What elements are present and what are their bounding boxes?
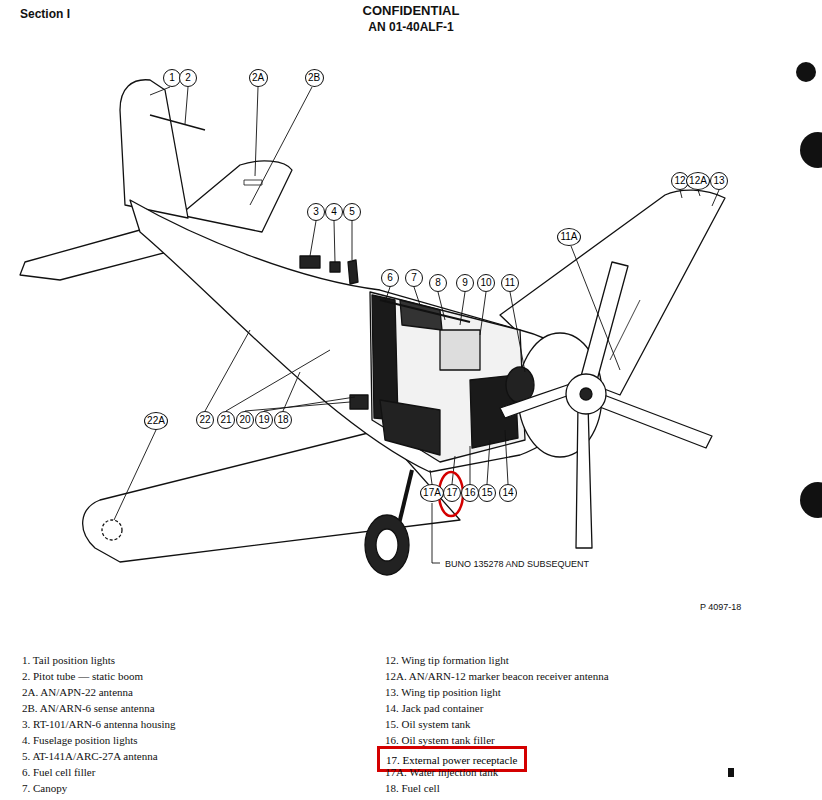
figure-number: P 4097-18	[700, 601, 741, 614]
callout-circle: 5	[343, 203, 361, 221]
callout-circle: 9	[456, 274, 474, 292]
callout-circle: 13	[710, 172, 728, 190]
legend-item: 3. RT-101/ARN-6 antenna housing	[22, 718, 176, 731]
section-heading: Section I	[20, 8, 70, 21]
callout-number: 21	[220, 415, 231, 425]
callout-circle: 2	[179, 69, 197, 87]
callout-circle: 11A	[557, 228, 581, 246]
callout-circle: 6	[381, 269, 399, 287]
callout-circle: 20	[236, 411, 254, 429]
callout-circle: 12A	[686, 172, 710, 190]
callout-circle: 18	[274, 411, 292, 429]
callout-circle: 19	[255, 411, 273, 429]
leader-lines	[114, 87, 719, 563]
legend-item: 2B. AN/ARN-6 sense antenna	[22, 702, 155, 715]
callout-circle: 2B	[305, 69, 324, 87]
legend-item: 12A. AN/ARN-12 marker beacon receiver an…	[385, 670, 609, 683]
callout-circle: 4	[325, 203, 343, 221]
callout-circle: 14	[499, 484, 517, 502]
callout-number: 22	[199, 415, 210, 425]
callout-circle: 3	[307, 203, 325, 221]
legend-item: 18. Fuel cell	[385, 782, 440, 795]
legend-item: 13. Wing tip position light	[385, 686, 501, 699]
callout-number: 1	[169, 73, 175, 83]
callout-circle: 7	[405, 269, 423, 287]
legend-item: 4. Fuselage position lights	[22, 734, 138, 747]
callout-number: 12A	[689, 176, 707, 186]
callout-circle: 22	[196, 411, 214, 429]
legend-item: 1. Tail position lights	[22, 654, 115, 667]
callout-circle: 22A	[144, 412, 168, 430]
effectivity-note: BUNO 135278 AND SUBSEQUENT	[445, 558, 589, 571]
callout-circle: 16	[461, 484, 479, 502]
punch-hole	[796, 62, 816, 82]
callout-number: 22A	[147, 416, 165, 426]
callout-number: 7	[411, 273, 417, 283]
callout-number: 17A	[423, 488, 441, 498]
legend-item: 2. Pitot tube — static boom	[22, 670, 143, 683]
revision-mark	[728, 768, 734, 777]
classification: CONFIDENTIAL	[363, 4, 460, 17]
callout-circle: 17A	[420, 484, 444, 502]
callout-number: 17	[446, 488, 457, 498]
callout-number: 12	[674, 176, 685, 186]
callout-number: 10	[480, 278, 491, 288]
callout-number: 3	[313, 207, 319, 217]
callout-number: 2	[185, 73, 191, 83]
callout-number: 19	[258, 415, 269, 425]
callout-number: 8	[435, 278, 441, 288]
callout-number: 5	[349, 207, 355, 217]
callout-circle: 10	[477, 274, 495, 292]
callout-number: 2A	[252, 73, 264, 83]
callout-circle: 2A	[249, 69, 268, 87]
callout-number: 6	[387, 273, 393, 283]
legend-item: 7. Canopy	[22, 782, 67, 795]
callout-number: 13	[713, 176, 724, 186]
legend-item: 12. Wing tip formation light	[385, 654, 509, 667]
callout-number: 16	[464, 488, 475, 498]
callout-number: 2B	[308, 73, 320, 83]
legend-item: 16. Oil system tank filler	[385, 734, 495, 747]
callout-number: 11A	[560, 232, 577, 242]
callout-number: 20	[239, 415, 250, 425]
document-number: AN 01-40ALF-1	[368, 21, 453, 34]
legend-item: 17. External power receptacle	[386, 754, 517, 766]
legend-item: 2A. AN/APN-22 antenna	[22, 686, 133, 699]
callout-number: 11	[505, 278, 515, 288]
callout-circle: 11	[501, 274, 519, 292]
legend-item: 5. AT-141A/ARC-27A antenna	[22, 750, 158, 763]
callout-circle: 8	[429, 274, 447, 292]
callout-circle: 15	[478, 484, 496, 502]
callout-number: 9	[462, 278, 468, 288]
legend-item: 14. Jack pad container	[385, 702, 483, 715]
legend-item: 6. Fuel cell filler	[22, 766, 95, 779]
callout-number: 18	[277, 415, 288, 425]
callout-circle: 17	[443, 484, 461, 502]
punch-hole	[800, 482, 822, 518]
legend-item: 17A. Water injection tank	[385, 766, 498, 779]
legend-item: 15. Oil system tank	[385, 718, 471, 731]
callout-number: 14	[502, 488, 513, 498]
callout-circle: 21	[217, 411, 235, 429]
callout-number: 4	[331, 207, 337, 217]
punch-hole	[800, 132, 822, 168]
callout-number: 15	[481, 488, 492, 498]
